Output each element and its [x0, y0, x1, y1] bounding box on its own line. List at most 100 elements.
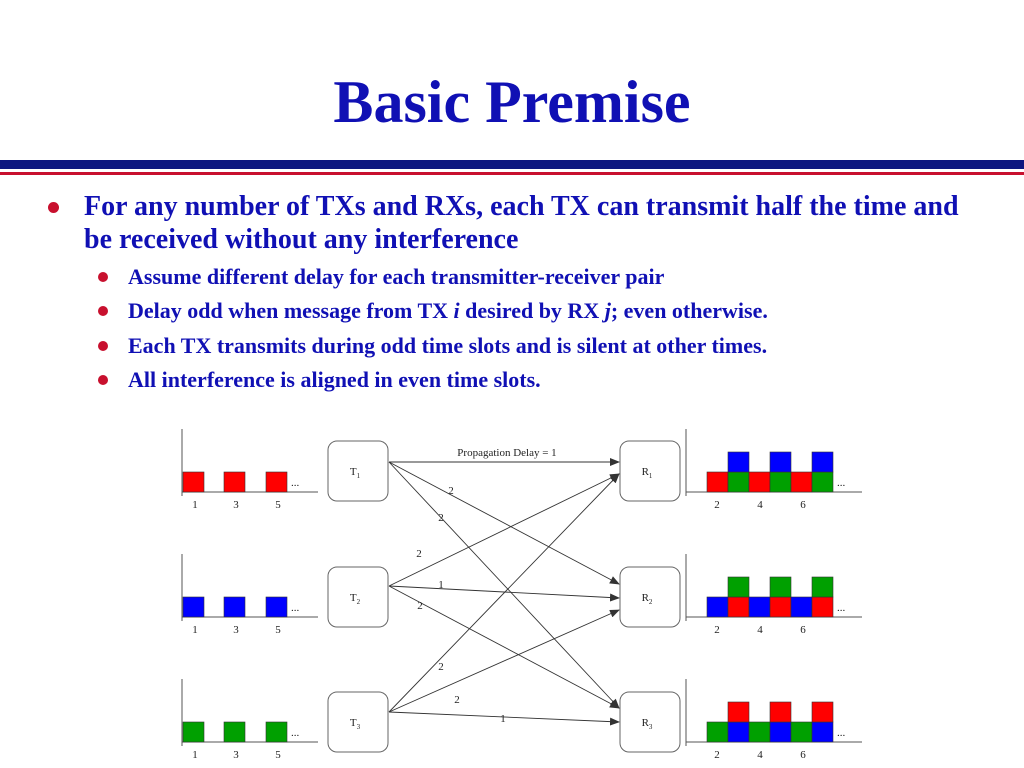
tx-slot-block	[182, 721, 205, 743]
sub-bullet-text: ; even otherwise.	[610, 298, 768, 323]
tx-slot-block	[223, 596, 246, 618]
sub-bullet: All interference is aligned in even time…	[128, 367, 541, 393]
tx-ellipsis: ...	[291, 477, 300, 489]
rx-slot-label: 2	[714, 499, 720, 511]
transmitter-label-sub: 2	[357, 598, 361, 606]
sub-bullet-dot	[98, 272, 108, 282]
sub-bullet-text: j	[604, 298, 611, 323]
delay-label: 2	[448, 485, 454, 497]
rx-slot-block	[769, 471, 792, 493]
delay-label: 2	[438, 661, 444, 673]
rx-slot-block	[790, 596, 813, 618]
transmitter-node	[327, 566, 389, 628]
transmitter-label-main: T	[350, 717, 357, 729]
tx-slot-block	[265, 596, 288, 618]
link-arrow	[388, 473, 620, 713]
sub-bullet: Assume different delay for each transmit…	[128, 264, 664, 290]
rx-slot-block	[769, 596, 792, 618]
receiver-label-main: R	[642, 466, 650, 478]
rx-slot-block	[706, 596, 729, 618]
rx-slot-block	[811, 596, 834, 618]
delay-label: 1	[438, 579, 444, 591]
rx-slot-label: 4	[757, 624, 763, 636]
rx-slot-block	[727, 721, 750, 743]
title-rule-red	[0, 172, 1024, 175]
tx-slot-label: 3	[233, 624, 239, 636]
rx-slot-block	[748, 721, 771, 743]
rx-slot-block	[748, 471, 771, 493]
receiver-node	[619, 691, 681, 753]
bullet-dot	[48, 202, 59, 213]
rx-slot-block	[727, 596, 750, 618]
slide-title: Basic Premise	[333, 69, 691, 135]
rx-interference-block	[811, 701, 834, 723]
sub-bullet-text: Assume different delay for each transmit…	[128, 264, 665, 289]
tx-slot-block	[223, 721, 246, 743]
rx-interference-block	[769, 701, 792, 723]
rx-interference-block	[727, 576, 750, 598]
receiver-label-sub: 3	[649, 723, 653, 731]
delay-label: 2	[417, 600, 423, 612]
sub-bullet-dot	[98, 341, 108, 351]
rx-interference-block	[727, 701, 750, 723]
tx-slot-label: 3	[233, 749, 239, 761]
tx-slot-label: 1	[192, 624, 198, 636]
link-arrow	[388, 609, 620, 713]
link-arrow	[388, 461, 620, 585]
tx-slot-block	[223, 471, 246, 493]
receiver-label-sub: 2	[649, 598, 653, 606]
propagation-delay-label: Propagation Delay = 1	[457, 447, 556, 459]
receiver-node	[619, 440, 681, 502]
tx-slot-block	[182, 471, 205, 493]
rx-slot-label: 6	[800, 624, 806, 636]
title-rule-navy	[0, 160, 1024, 169]
tx-slot-block	[265, 721, 288, 743]
link-arrow	[388, 473, 620, 587]
rx-ellipsis: ...	[837, 477, 846, 489]
sub-bullet: Delay odd when message from TX i desired…	[128, 298, 768, 324]
receiver-label-sub: 1	[649, 472, 653, 480]
delay-label: 2	[438, 512, 444, 524]
sub-bullet-dot	[98, 306, 108, 316]
link-arrow	[388, 461, 620, 709]
rx-slot-block	[790, 471, 813, 493]
receiver-label-main: R	[642, 592, 650, 604]
transmitter-label-main: T	[350, 466, 357, 478]
receiver-label: R2	[642, 592, 653, 606]
transmitter-node	[327, 691, 389, 753]
transmitter-label: T1	[350, 466, 361, 480]
rx-slot-label: 4	[757, 749, 763, 761]
transmitter-label-sub: 3	[357, 723, 361, 731]
rx-slot-block	[769, 721, 792, 743]
delay-label: 2	[416, 548, 422, 560]
tx-ellipsis: ...	[291, 727, 300, 739]
rx-interference-block	[727, 451, 750, 473]
tx-slot-block	[182, 596, 205, 618]
sub-bullet-text: All interference is aligned in even time…	[128, 367, 541, 392]
rx-slot-label: 6	[800, 499, 806, 511]
transmitter-label: T3	[350, 717, 361, 731]
rx-interference-block	[769, 576, 792, 598]
tx-ellipsis: ...	[291, 602, 300, 614]
rx-interference-block	[811, 576, 834, 598]
transmitter-label: T2	[350, 592, 361, 606]
link-arrow	[388, 711, 620, 726]
sub-bullet-text: Each TX transmits during odd time slots …	[128, 333, 768, 358]
sub-bullet-text: desired by RX	[459, 298, 605, 323]
receiver-node	[619, 566, 681, 628]
tx-slot-block	[265, 471, 288, 493]
rx-ellipsis: ...	[837, 727, 846, 739]
tx-slot-label: 5	[275, 749, 281, 761]
sub-bullet-dot	[98, 375, 108, 385]
tx-slot-label: 1	[192, 749, 198, 761]
rx-slot-label: 2	[714, 624, 720, 636]
rx-slot-block	[748, 596, 771, 618]
main-bullet: For any number of TXs and RXs, each TX c…	[84, 191, 959, 255]
rx-slot-label: 6	[800, 749, 806, 761]
receiver-label-main: R	[642, 717, 650, 729]
receiver-label: R1	[642, 466, 653, 480]
rx-slot-label: 2	[714, 749, 720, 761]
rx-slot-block	[811, 721, 834, 743]
tx-slot-label: 5	[275, 499, 281, 511]
delay-label: 1	[500, 713, 506, 725]
